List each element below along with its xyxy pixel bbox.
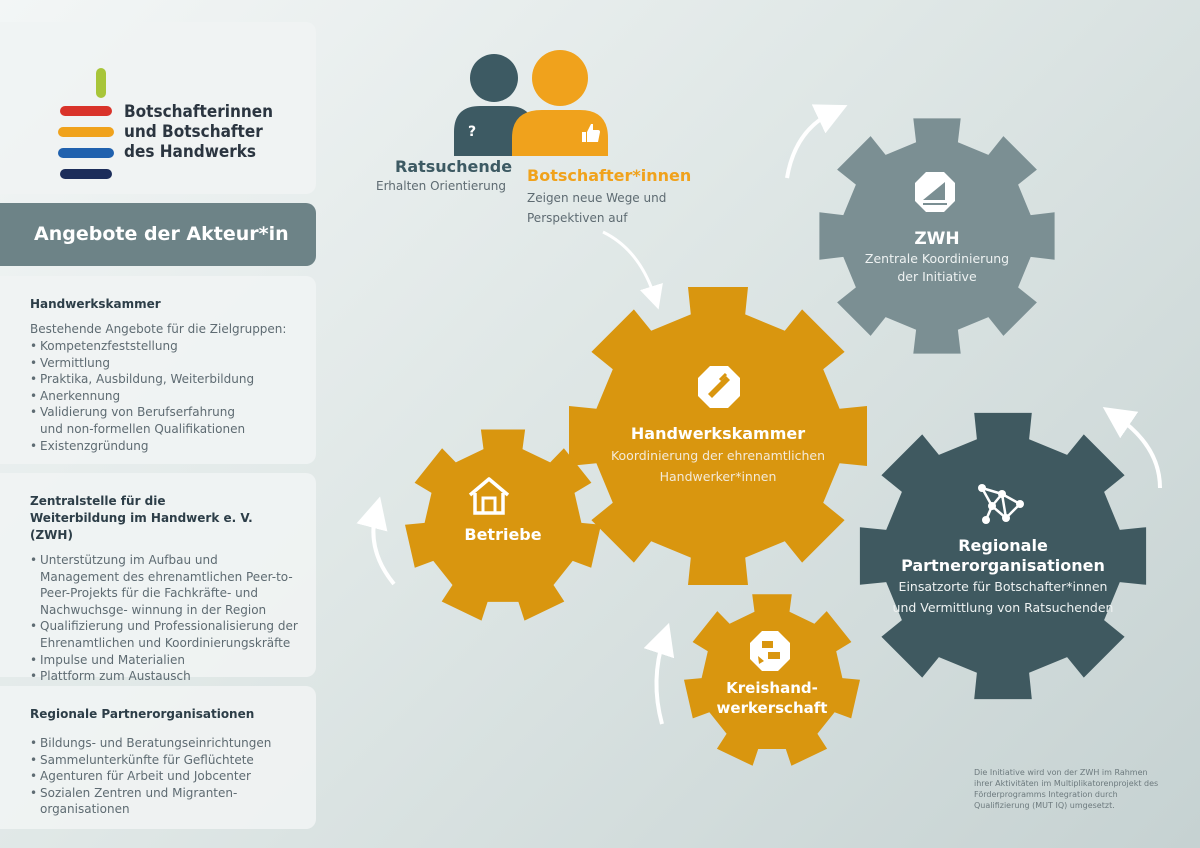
house-icon [468,477,510,515]
people-illustration: ? [454,50,608,156]
gear-shape [405,429,601,621]
section-list: Bildungs- und Beratungseinrichtungen Sam… [30,735,316,818]
list-item: Anerkennung [30,388,316,405]
logo-line-3: des Handwerks [124,142,257,162]
network-icon [978,484,1024,524]
list-item: Unterstützung im Aufbau und Management d… [30,552,298,618]
gear-betriebe [405,427,601,623]
thumbs-up-icon [582,124,600,142]
gear-body [819,118,1055,354]
sidebar-heading-panel: Angebote der Akteur*in [0,203,316,266]
gear-body [859,412,1147,700]
gear-shape [859,412,1147,700]
zwh-subtitle-line-1: Zentrale Koordinierung [864,251,1010,266]
gear-body [569,287,867,585]
kreis-title-line-1: Kreishand- [726,679,818,697]
list-item: Qualifizierung und Professionalisierung … [30,618,312,651]
zwh-title: ZWH [914,229,960,249]
section-zwh: Zentralstelle für die Weiterbildung im H… [0,473,316,684]
gear-shape [684,594,860,766]
list-item: Existenzgründung [30,438,316,455]
logo-bar-navy [60,169,112,179]
section-title: Regionale Partnerorganisationen [30,707,255,721]
list-item: Kompetenzfeststellung [30,338,316,355]
betriebe-title: Betriebe [464,525,542,544]
logo-line-2: und Botschafter [124,122,263,142]
gear-handwerkskammer [566,284,870,588]
gear-zwh [817,116,1057,356]
gear-shape [819,118,1055,354]
gear-shape [569,287,867,585]
kreishandwerkerschaft-logo-icon [750,631,790,671]
handwerkskammer-text: Handwerkskammer Koordinierung der ehrena… [588,423,848,487]
section-list: Unterstützung im Aufbau und Management d… [30,552,316,685]
handwerkskammer-subtitle-line-2: Handwerker*innen [659,469,777,484]
ambassador-person-icon [512,50,608,156]
section-handwerkskammer: Handwerkskammer Bestehende Angebote für … [0,276,316,464]
logo-panel: Botschafterinnen und Botschafter des Han… [0,22,316,194]
section-regional: Regionale Partnerorganisationen Bildungs… [0,686,316,829]
ambassador-subtitle-line-1: Zeigen neue Wege und [527,191,667,205]
logo-bar-red [60,106,112,116]
logo-line-1: Botschafterinnen [124,102,274,122]
regional-subtitle-line-2: und Vermittlung von Ratsuchenden [892,600,1114,615]
section-intro: Bestehende Angebote für die Zielgruppen: [30,322,287,336]
regional-title-line-1: Regionale [958,536,1048,555]
logo-bar-green [96,68,106,98]
gear-body [405,429,601,621]
handwerkskammer-subtitle-line-1: Koordinierung der ehrenamtlichen [610,448,826,463]
regional-subtitle-line-1: Einsatzorte für Botschafter*innen [898,579,1108,594]
betriebe-text: Betriebe [433,525,573,545]
gear-kreishandwerkerschaft [684,592,860,768]
gear-regional [857,410,1149,702]
zwh-text: ZWH Zentrale Koordinierung der Initiativ… [857,228,1017,286]
handwerkskammer-logo-icon [698,366,740,408]
list-item: Agenturen für Arbeit und Jobcenter [30,768,316,785]
logo-bar-orange [58,127,114,137]
arrow-to-kreis [643,622,675,725]
list-item: Validierung von Berufserfahrung und non-… [30,404,260,437]
section-list: Kompetenzfeststellung Vermittlung Prakti… [30,338,316,454]
footnote: Die Initiative wird von der ZWH im Rahme… [974,768,1159,810]
list-item: Plattform zum Austausch [30,668,316,685]
regional-text: Regionale Partnerorganisationen Einsatzo… [873,536,1133,618]
section-title: Zentralstelle für die Weiterbildung im H… [30,494,253,542]
logo-bar-blue [58,148,114,158]
regional-title-line-2: Partnerorganisationen [901,556,1105,575]
arrow-ambassador-to-hwk [602,230,663,310]
ambassador-subtitle: Zeigen neue Wege und Perspektiven auf [527,188,666,228]
seeker-subtitle: Erhalten Orientierung [376,179,506,193]
list-item: Sozialen Zentren und Migranten- organisa… [30,785,240,818]
question-mark-icon: ? [468,124,476,140]
handwerkskammer-title: Handwerkskammer [630,424,806,443]
zwh-subtitle-line-2: der Initiative [897,269,977,284]
list-item: Sammelunterkünfte für Geflüchtete [30,752,316,769]
kreis-title-line-2: werkerschaft [716,699,828,717]
ambassador-subtitle-line-2: Perspektiven auf [527,211,628,225]
list-item: Vermittlung [30,355,316,372]
arrow-to-regional [1102,406,1162,489]
gear-body [684,594,860,766]
list-item: Praktika, Ausbildung, Weiterbildung [30,371,316,388]
list-item: Bildungs- und Beratungseinrichtungen [30,735,316,752]
kreis-text: Kreishand- werkerschaft [702,678,842,718]
arrow-to-zwh [785,104,848,179]
section-title: Handwerkskammer [30,297,161,311]
arrow-to-betriebe [356,496,396,586]
logo-text: Botschafterinnen und Botschafter des Han… [124,102,273,162]
sidebar-heading: Angebote der Akteur*in [34,223,289,245]
zwh-logo-icon [915,172,955,212]
seeker-title: Ratsuchende [395,157,513,176]
list-item: Impulse und Materialien [30,652,316,669]
ambassador-title: Botschafter*innen [527,166,692,185]
